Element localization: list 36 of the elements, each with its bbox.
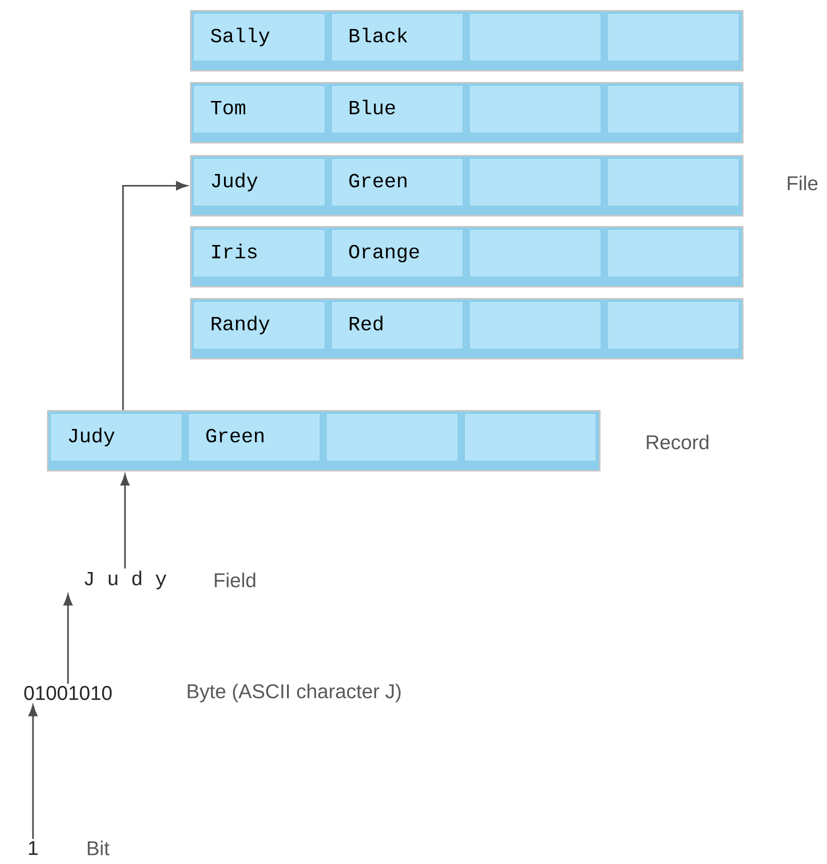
table-cell: Green (332, 159, 462, 206)
table-cell: Blue (332, 86, 462, 132)
arrow (28, 704, 38, 839)
table-cell: Randy (194, 302, 324, 348)
table-cell: Black (332, 14, 462, 60)
arrow (120, 474, 130, 568)
empty-cell (470, 159, 600, 206)
empty-cell (470, 14, 600, 60)
empty-cell (470, 302, 600, 348)
empty-cell (608, 86, 738, 132)
table-cell: Tom (194, 86, 324, 132)
arrow (122, 181, 188, 410)
table-cell: Judy (51, 414, 182, 460)
table-cell: Judy (194, 159, 324, 206)
empty-cell (470, 86, 600, 132)
empty-cell (465, 414, 596, 460)
empty-cell (470, 230, 600, 276)
file-label: File (788, 176, 818, 190)
empty-cell (608, 14, 738, 60)
field-text: J u d y (84, 570, 166, 590)
caption-text: Byte (ASCII character J) (188, 684, 401, 702)
empty-cell (608, 302, 738, 348)
table-cell: Red (332, 302, 462, 348)
empty-cell (327, 414, 458, 460)
empty-cell (608, 230, 738, 276)
empty-cell (608, 159, 738, 206)
table-cell: Sally (194, 14, 324, 60)
caption-text: Field (214, 572, 256, 588)
caption-text: Bit (88, 840, 110, 856)
table-cell: Iris (194, 230, 324, 276)
arrow (64, 594, 72, 684)
table-cell: Green (189, 414, 320, 460)
row-label: Record (646, 434, 708, 450)
table-cell: Orange (332, 230, 462, 276)
bit-text: 1 (28, 841, 38, 855)
byte-text: 01001010 (24, 686, 112, 700)
